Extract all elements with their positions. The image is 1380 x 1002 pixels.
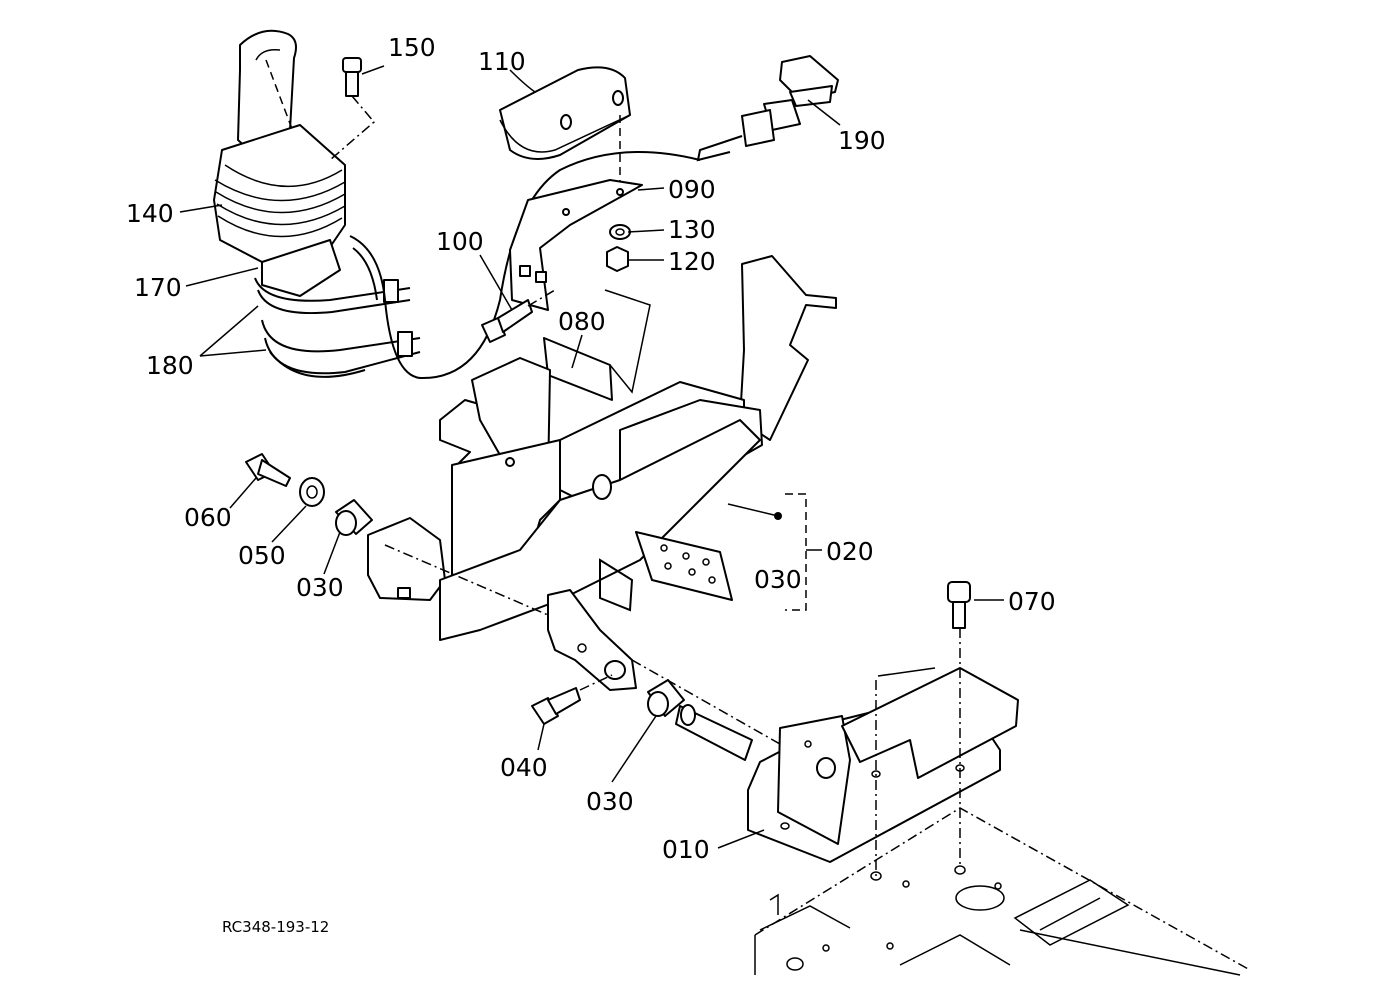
washer-130 [609,224,631,240]
drawing-code: RC348-193-12 [222,918,329,936]
callout-030-lower: 030 [586,787,634,816]
bolt-100 [481,289,556,343]
bolt-040 [531,674,613,725]
bushing-030-lower [647,679,685,717]
chassis-floor [754,807,1251,976]
callout-040: 040 [500,753,548,782]
base-bracket-010 [747,667,1019,863]
callout-050: 050 [238,541,286,570]
nut-120 [606,246,629,272]
plate-080 [543,289,651,401]
callout-010: 010 [662,835,710,864]
screw-150 [329,57,376,161]
callout-100: 100 [436,227,484,256]
bolt-070 [870,581,971,881]
frame-020 [367,255,837,641]
callout-130: 130 [668,215,716,244]
bracket-090 [509,179,643,311]
bushing-030-upper [335,499,373,536]
callout-030-group: 030 [754,565,802,594]
callout-120: 120 [668,247,716,276]
callout-170: 170 [134,273,182,302]
bolt-060 [245,453,291,487]
callout-030-upper: 030 [296,573,344,602]
group-bracket-020 [785,493,807,611]
shaft [631,659,781,761]
cover-110 [499,66,631,190]
callout-180: 180 [146,351,194,380]
callout-140: 140 [126,199,174,228]
callout-110: 110 [478,47,526,76]
callout-060: 060 [184,503,232,532]
callout-020: 020 [826,537,874,566]
leader-lines [179,65,1004,849]
cable-band-lower [261,319,421,378]
lever-boot [213,124,346,297]
cable-band-upper [254,277,411,315]
callout-070: 070 [1008,587,1056,616]
callout-090: 090 [668,175,716,204]
callout-190: 190 [838,126,886,155]
switch-190 [696,55,839,162]
callout-080: 080 [558,307,606,336]
washer-050 [299,477,325,507]
callout-150: 150 [388,33,436,62]
pivot-arm [384,544,637,691]
